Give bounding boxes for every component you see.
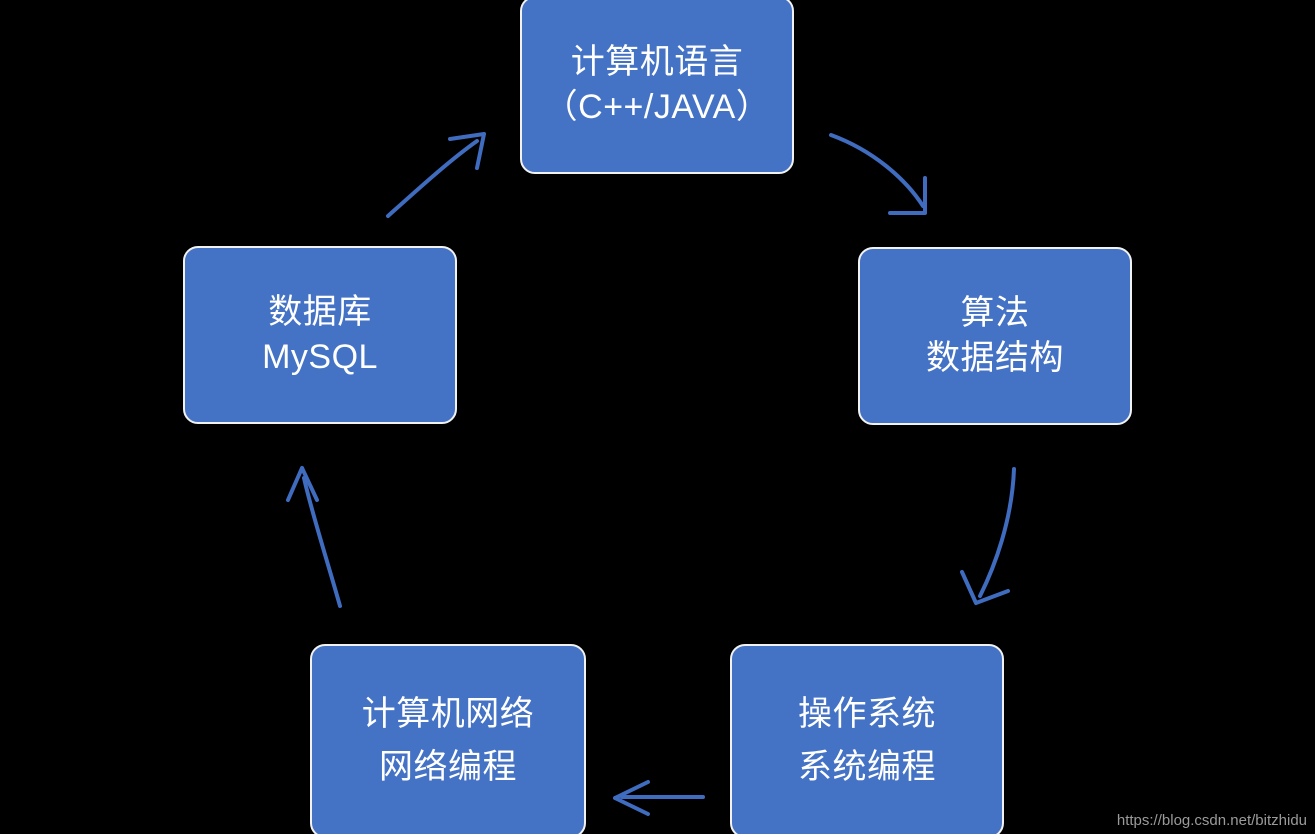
node-algorithm[interactable]: 算法 数据结构 (858, 247, 1132, 425)
node-os-line-2: 系统编程 (798, 748, 936, 786)
node-database[interactable]: 数据库 MySQL (183, 246, 457, 424)
node-language-line-2: （C++/JAVA） (543, 88, 771, 126)
node-computer-language[interactable]: 计算机语言 （C++/JAVA） (520, 0, 794, 174)
node-algorithm-line-2: 数据结构 (926, 339, 1064, 377)
arrow-database-to-language (386, 132, 486, 218)
node-os-line-1: 操作系统 (798, 695, 936, 734)
arrow-algorithm-to-os (960, 467, 1016, 605)
node-network-line-1: 计算机网络 (361, 695, 535, 734)
watermark-url: https://blog.csdn.net/bitzhidu (1116, 812, 1307, 829)
node-computer-network[interactable]: 计算机网络 网络编程 (310, 644, 586, 834)
arrow-os-to-network (613, 780, 705, 816)
node-operating-system[interactable]: 操作系统 系统编程 (730, 644, 1004, 834)
node-network-line-2: 网络编程 (379, 748, 517, 786)
arrow-network-to-database (286, 466, 342, 608)
node-algorithm-line-1: 算法 (960, 294, 1030, 333)
arrow-language-to-algorithm (829, 133, 927, 215)
node-language-line-1: 计算机语言 (570, 43, 744, 82)
node-database-line-2: MySQL (262, 338, 378, 376)
node-database-line-1: 数据库 (268, 293, 372, 332)
